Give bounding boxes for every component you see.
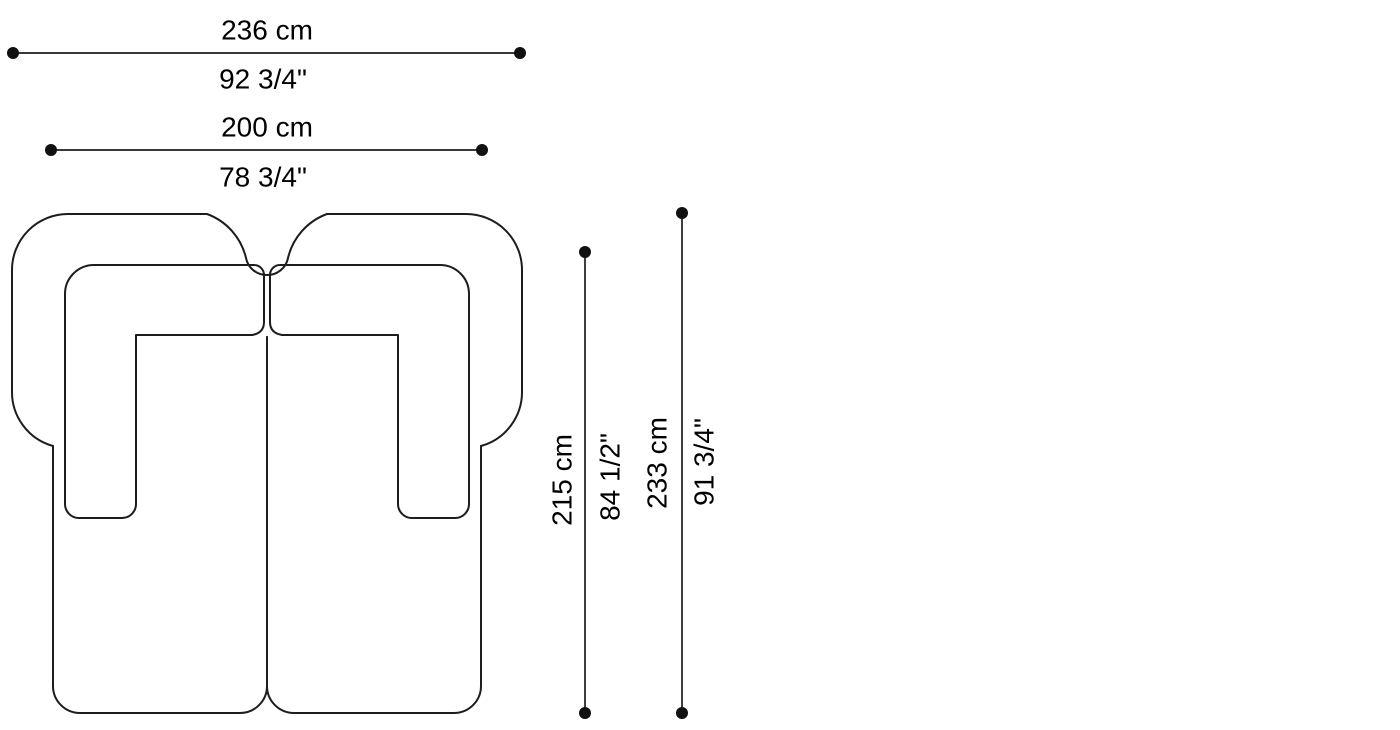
dim-endpoint-dot bbox=[476, 144, 488, 156]
inner-cushion-right-outline bbox=[269, 264, 470, 519]
backrest-shell-right-outline bbox=[266, 213, 524, 447]
dim-overall-depth: 233 cm 91 3/4" bbox=[642, 207, 720, 719]
dim-inner-width-cm-label: 200 cm bbox=[221, 112, 313, 143]
inner-cushion-left-outline bbox=[64, 264, 265, 519]
seat-right-outline bbox=[266, 336, 482, 714]
seat-left-outline bbox=[52, 336, 268, 714]
dim-overall-depth-in-label: 91 3/4" bbox=[689, 418, 720, 506]
dim-inner-width: 200 cm 78 3/4" bbox=[45, 112, 488, 193]
dim-endpoint-dot bbox=[7, 47, 19, 59]
dim-endpoint-dot bbox=[579, 246, 591, 258]
dim-inner-depth-cm-label: 215 cm bbox=[547, 434, 578, 526]
dim-endpoint-dot bbox=[579, 707, 591, 719]
dim-endpoint-dot bbox=[676, 707, 688, 719]
dim-inner-width-in-label: 78 3/4" bbox=[219, 162, 307, 193]
dim-inner-depth-in-label: 84 1/2" bbox=[595, 433, 626, 521]
dim-endpoint-dot bbox=[514, 47, 526, 59]
dim-overall-depth-cm-label: 233 cm bbox=[642, 417, 673, 509]
dim-endpoint-dot bbox=[676, 207, 688, 219]
sofa-outline-group bbox=[10, 213, 524, 714]
backrest-shell-left-outline bbox=[10, 213, 268, 447]
dim-overall-width-cm-label: 236 cm bbox=[221, 15, 313, 46]
dim-inner-depth: 215 cm 84 1/2" bbox=[547, 246, 626, 719]
dim-overall-width-in-label: 92 3/4" bbox=[219, 64, 307, 95]
dim-overall-width: 236 cm 92 3/4" bbox=[7, 15, 526, 95]
dim-endpoint-dot bbox=[45, 144, 57, 156]
